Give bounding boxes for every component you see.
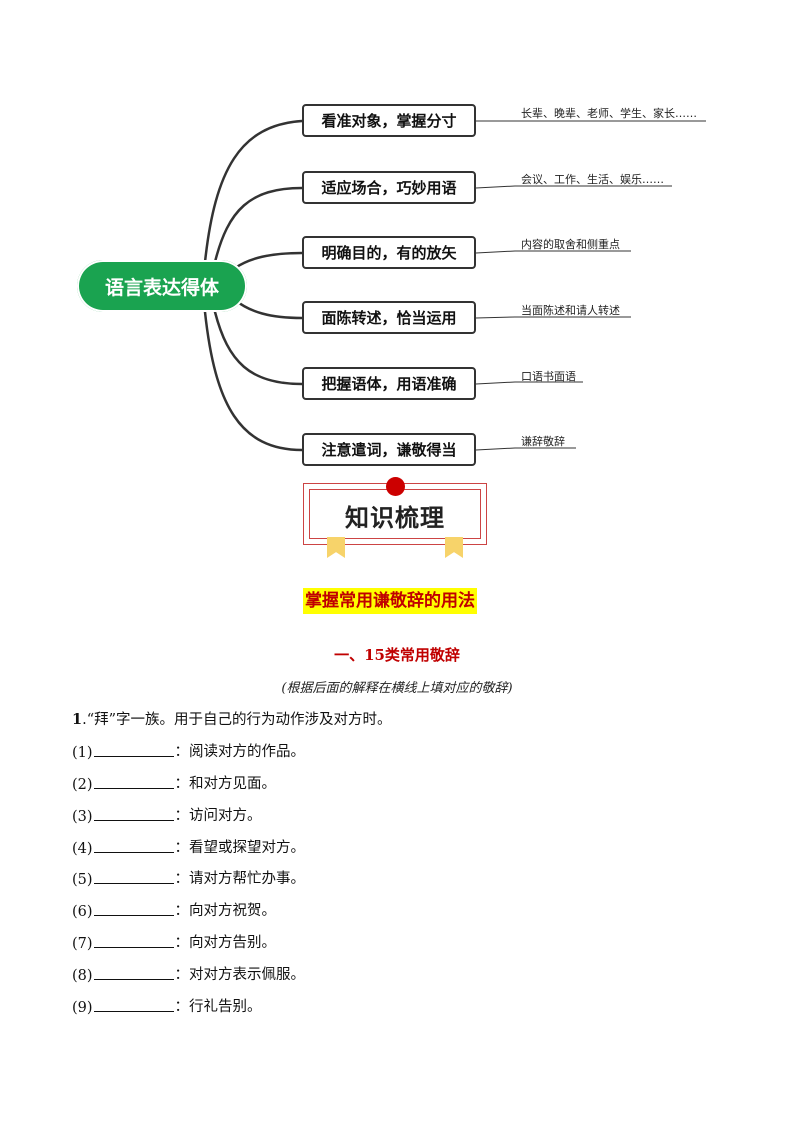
mindmap-root: 语言表达得体 — [77, 260, 247, 312]
note-line-2 — [475, 185, 672, 189]
ribbon-right-icon — [445, 537, 463, 558]
item-text: ：行礼告别。 — [174, 999, 262, 1015]
branch-note-6: 谦辞敬辞 — [521, 435, 565, 448]
question-text: .“拜”字一族。用于自己的行为动作涉及对方时。 — [82, 712, 392, 728]
answer-blank[interactable] — [93, 899, 174, 916]
branch-note-5: 口语书面语 — [521, 370, 576, 383]
connector-5 — [213, 310, 304, 386]
item-label: (4) — [72, 841, 93, 857]
branch-6: 注意遣词，谦敬得当 — [302, 433, 476, 466]
answer-blank[interactable] — [93, 740, 174, 757]
fill-item-9: (9) ：行礼告别。 — [72, 994, 262, 1016]
item-label: (5) — [72, 872, 93, 888]
branch-1: 看准对象，掌握分寸 — [302, 104, 476, 137]
fill-item-6: (6) ：向对方祝贺。 — [72, 898, 276, 920]
item-text: ：向对方告别。 — [174, 935, 277, 951]
note-line-6 — [475, 447, 576, 451]
item-label: (1) — [72, 745, 93, 761]
item-text: ：向对方祝贺。 — [174, 903, 277, 919]
item-text: ：阅读对方的作品。 — [174, 744, 306, 760]
branch-3: 明确目的，有的放矢 — [302, 236, 476, 269]
branch-2: 适应场合，巧妙用语 — [302, 171, 476, 204]
answer-blank[interactable] — [93, 963, 174, 980]
branch-note-3: 内容的取舍和侧重点 — [521, 238, 620, 251]
note-line-3 — [475, 250, 631, 254]
branch-note-1: 长辈、晚辈、老师、学生、家长…… — [521, 107, 697, 120]
fill-item-4: (4) ：看望或探望对方。 — [72, 835, 305, 857]
item-text: ：请对方帮忙办事。 — [174, 871, 306, 887]
fill-item-3: (3) ：访问对方。 — [72, 803, 262, 825]
item-label: (9) — [72, 1000, 93, 1016]
branch-4: 面陈转述，恰当运用 — [302, 301, 476, 334]
question-title: 1.“拜”字一族。用于自己的行为动作涉及对方时。 — [72, 708, 392, 729]
badge-label: 知识梳理 — [345, 504, 445, 532]
answer-blank[interactable] — [93, 931, 174, 948]
item-text: ：看望或探望对方。 — [174, 840, 306, 856]
item-text: ：访问对方。 — [174, 808, 262, 824]
item-text: ：和对方见面。 — [174, 776, 277, 792]
section-heading: 一、15类常用敬辞 — [334, 646, 460, 664]
item-label: (2) — [72, 777, 93, 793]
highlight-title: 掌握常用谦敬辞的用法 — [303, 588, 477, 614]
branch-note-4: 当面陈述和请人转述 — [521, 304, 620, 317]
fill-item-8: (8) ：对对方表示佩服。 — [72, 962, 305, 984]
note-line-4 — [475, 316, 631, 319]
connector-1 — [203, 119, 304, 264]
answer-blank[interactable] — [93, 772, 174, 789]
fill-item-7: (7) ：向对方告别。 — [72, 930, 276, 952]
branch-5: 把握语体，用语准确 — [302, 367, 476, 400]
mindmap-connectors — [203, 119, 706, 452]
connector-3 — [233, 251, 304, 270]
note-line-5 — [475, 381, 583, 385]
connector-6 — [203, 310, 304, 452]
answer-blank[interactable] — [93, 836, 174, 853]
question-number: 1 — [72, 711, 83, 728]
item-text: ：对对方表示佩服。 — [174, 967, 306, 983]
fill-item-1: (1) ：阅读对方的作品。 — [72, 739, 305, 761]
answer-blank[interactable] — [93, 804, 174, 821]
item-label: (3) — [72, 809, 93, 825]
item-label: (7) — [72, 936, 93, 952]
ribbon-left-icon — [327, 537, 345, 558]
badge-dot-icon — [386, 477, 405, 496]
instruction-text: (根据后面的解释在横线上填对应的敬辞) — [281, 681, 513, 696]
fill-item-5: (5) ：请对方帮忙办事。 — [72, 866, 305, 888]
item-label: (8) — [72, 968, 93, 984]
connector-4 — [233, 298, 304, 320]
item-label: (6) — [72, 904, 93, 920]
answer-blank[interactable] — [93, 995, 174, 1012]
connector-2 — [213, 186, 304, 264]
branch-note-2: 会议、工作、生活、娱乐…… — [521, 173, 664, 186]
answer-blank[interactable] — [93, 867, 174, 884]
fill-item-2: (2) ：和对方见面。 — [72, 771, 276, 793]
